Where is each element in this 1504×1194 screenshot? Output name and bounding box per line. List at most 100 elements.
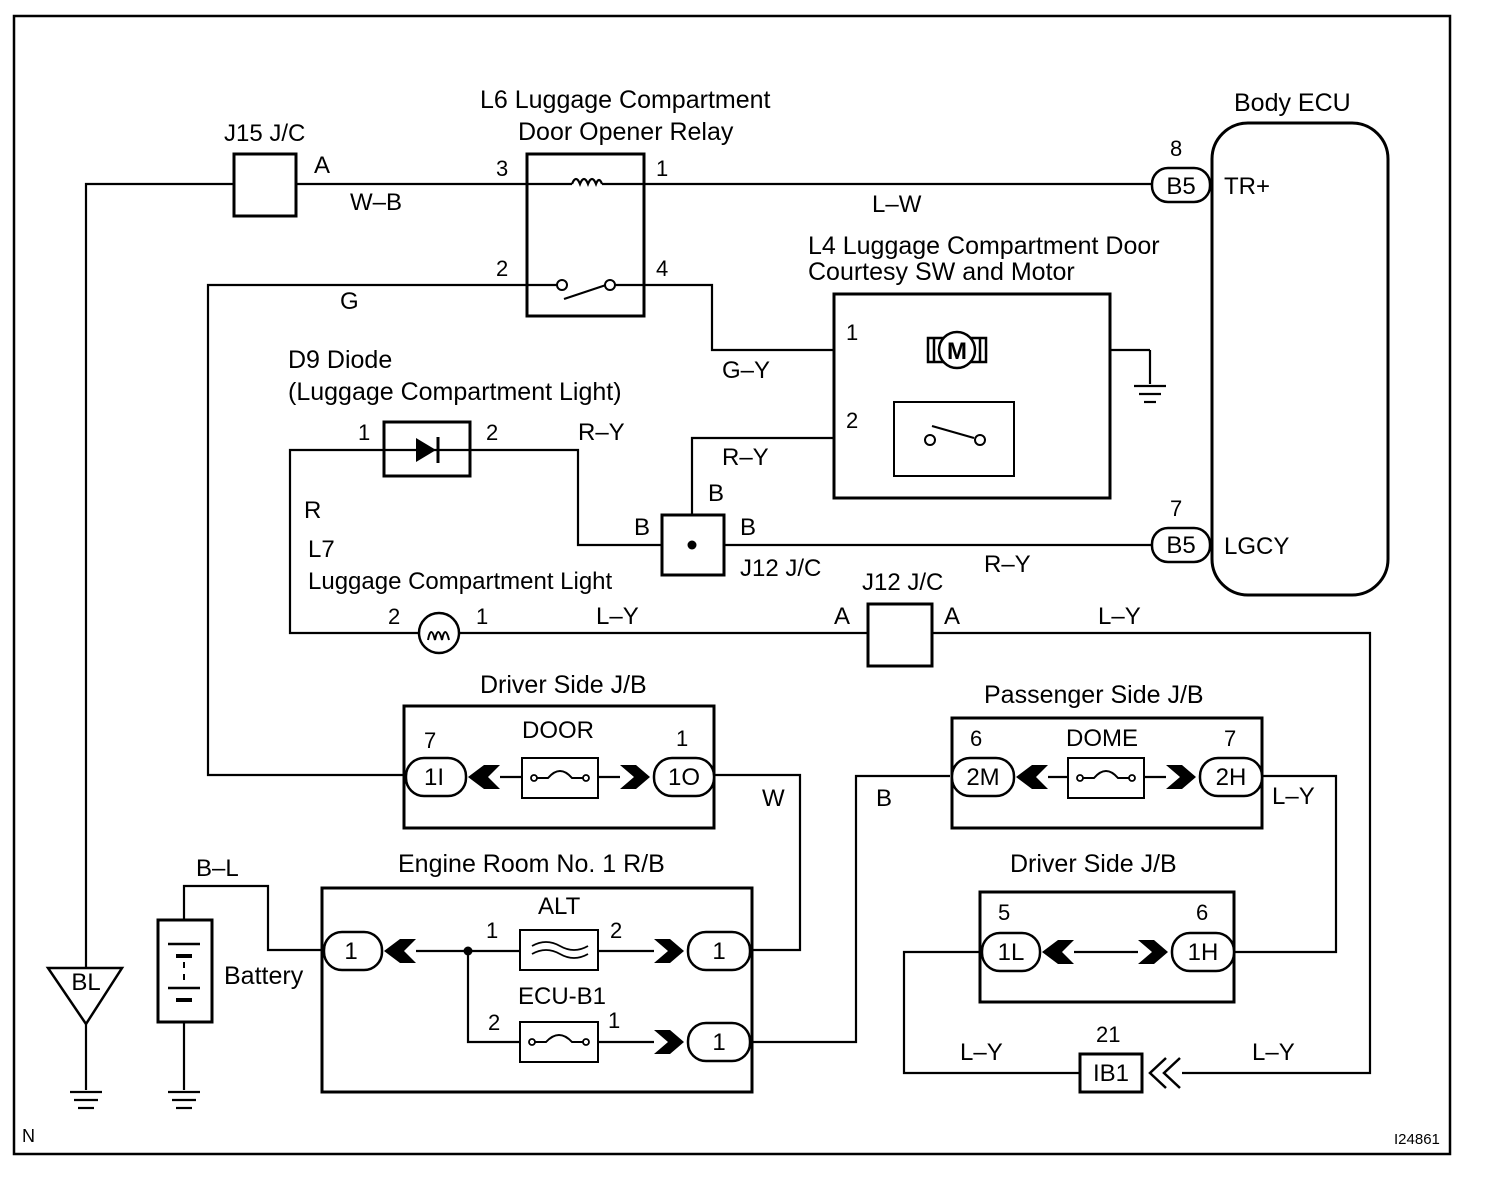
relay-switch-icon bbox=[563, 283, 607, 301]
ecub1-pin-2: 2 bbox=[488, 1010, 500, 1035]
ecu-pin-7: 7 bbox=[1170, 496, 1182, 521]
alt-pin-1: 1 bbox=[486, 918, 498, 943]
courtesy-switch-box bbox=[893, 401, 1015, 477]
pjb-pin-7: 7 bbox=[1224, 726, 1236, 751]
ib1-arrow-icon bbox=[1148, 1057, 1181, 1089]
courtesy-switch-icon bbox=[931, 424, 975, 440]
relay-pin-1: 1 bbox=[656, 156, 668, 181]
pjb-pin-6: 6 bbox=[970, 726, 982, 751]
ground-icon bbox=[1134, 384, 1166, 404]
diode-pin-2: 2 bbox=[486, 420, 498, 445]
j12-a-right-pin: A bbox=[944, 603, 960, 630]
battery-label: Battery bbox=[224, 962, 304, 990]
engine-rb-label: Engine Room No. 1 R/B bbox=[398, 850, 665, 878]
connector-2h-label: 2H bbox=[1216, 764, 1247, 791]
connector-err-in-label: 1 bbox=[344, 938, 357, 965]
djb2-pin-6: 6 bbox=[1196, 900, 1208, 925]
wire-label-b-l: B–L bbox=[196, 855, 239, 882]
j12-a-label: J12 J/C bbox=[862, 569, 943, 596]
motor-icon: M bbox=[926, 330, 988, 370]
connector-ecu-out-label: 1 bbox=[712, 1029, 725, 1056]
lgcy-label: LGCY bbox=[1224, 533, 1289, 560]
tr-plus-label: TR+ bbox=[1224, 173, 1270, 200]
motor-symbol: M bbox=[947, 338, 967, 365]
ib1-label: IB1 bbox=[1093, 1060, 1129, 1087]
wire-r-y-diode bbox=[470, 448, 692, 547]
diode-pin-1: 1 bbox=[358, 420, 370, 445]
relay-pin-2: 2 bbox=[496, 256, 508, 281]
wire-g bbox=[206, 283, 527, 777]
light-pin-2: 2 bbox=[388, 604, 400, 629]
battery-box bbox=[156, 918, 214, 1024]
diode-title-1: D9 Diode bbox=[288, 346, 392, 374]
connector-1i-label: 1I bbox=[424, 764, 444, 791]
j12-b-right-pin: B bbox=[740, 514, 756, 541]
motor-title-1: L4 Luggage Compartment Door bbox=[808, 232, 1160, 260]
connector-ecu-out bbox=[686, 1021, 752, 1063]
wire-label-g: G bbox=[340, 288, 359, 315]
alt-fuse-icon bbox=[519, 929, 599, 971]
driver-jb-bottom-label: Driver Side J/B bbox=[1010, 850, 1177, 878]
wire-b bbox=[752, 774, 950, 1044]
ib1-pin-21: 21 bbox=[1096, 1022, 1120, 1047]
wire-b-l bbox=[182, 884, 324, 952]
wire-label-g-y: G–Y bbox=[722, 357, 770, 384]
relay-title-1: L6 Luggage Compartment bbox=[480, 86, 771, 114]
connector-err-in bbox=[322, 930, 384, 972]
alt-pin-2: 2 bbox=[610, 918, 622, 943]
diode-title-2: (Luggage Compartment Light) bbox=[288, 378, 622, 406]
wire-label-l-w: L–W bbox=[872, 191, 922, 218]
relay-pin-4: 4 bbox=[656, 256, 668, 281]
b5-connector-bottom bbox=[1150, 526, 1212, 564]
wire-label-r-y-ecu: R–Y bbox=[984, 551, 1031, 578]
passenger-jb-label: Passenger Side J/B bbox=[984, 681, 1204, 709]
motor-pin-1: 1 bbox=[846, 320, 858, 345]
wire-label-w: W bbox=[762, 785, 785, 812]
connector-1o bbox=[652, 756, 716, 798]
b5-connector-top bbox=[1150, 166, 1212, 204]
connector-1l bbox=[980, 931, 1042, 973]
connector-alt-out-label: 1 bbox=[712, 938, 725, 965]
relay-title-2: Door Opener Relay bbox=[518, 118, 734, 146]
connector-1h-label: 1H bbox=[1188, 939, 1219, 966]
wire-label-b: B bbox=[876, 785, 892, 812]
connector-1l-label: 1L bbox=[998, 939, 1025, 966]
wire-w bbox=[714, 773, 802, 952]
body-ecu-label: Body ECU bbox=[1234, 89, 1351, 117]
body-ecu-box bbox=[1210, 121, 1390, 597]
ib1-connector bbox=[1078, 1052, 1144, 1094]
alt-fuse-label: ALT bbox=[538, 893, 581, 920]
lamp-icon bbox=[417, 611, 461, 655]
light-pin-1: 1 bbox=[476, 604, 488, 629]
wire-g-y bbox=[644, 283, 928, 352]
wire-r bbox=[288, 448, 418, 635]
j12-b-label: J12 J/C bbox=[740, 555, 821, 582]
b5-top-label: B5 bbox=[1166, 173, 1195, 200]
j15-pin-a: A bbox=[314, 152, 330, 179]
door-fuse-label: DOOR bbox=[522, 717, 594, 744]
bl-label: BL bbox=[71, 969, 100, 996]
j15-box bbox=[232, 152, 298, 218]
wire-w-b bbox=[84, 182, 234, 1000]
light-name: Luggage Compartment Light bbox=[308, 568, 613, 595]
j12-a-left-pin: A bbox=[834, 603, 850, 630]
j12-b-left-pin: B bbox=[634, 514, 650, 541]
djb2-pin-5: 5 bbox=[998, 900, 1010, 925]
corner-letter: N bbox=[22, 1126, 35, 1146]
sw-pin-2: 2 bbox=[846, 408, 858, 433]
driver-jb-top-label: Driver Side J/B bbox=[480, 671, 647, 699]
wire-label-l-y-ib-right: L–Y bbox=[1252, 1039, 1295, 1066]
light-ref: L7 bbox=[308, 536, 335, 563]
djb-pin-7: 7 bbox=[424, 728, 436, 753]
diode-icon bbox=[416, 438, 436, 462]
ecu-b1-fuse-label: ECU-B1 bbox=[518, 983, 606, 1010]
relay-pin-3: 3 bbox=[496, 156, 508, 181]
ecub1-pin-1: 1 bbox=[608, 1008, 620, 1033]
wire-label-r-y-sw: R–Y bbox=[722, 444, 769, 471]
connector-1i bbox=[404, 756, 468, 798]
bl-connector-icon bbox=[45, 966, 125, 1027]
wire-l-y-pass bbox=[1234, 774, 1338, 954]
wire-label-l-y-pass: L–Y bbox=[1272, 783, 1315, 810]
wire-label-r: R bbox=[304, 497, 321, 524]
wire-label-l-y-light: L–Y bbox=[596, 603, 639, 630]
